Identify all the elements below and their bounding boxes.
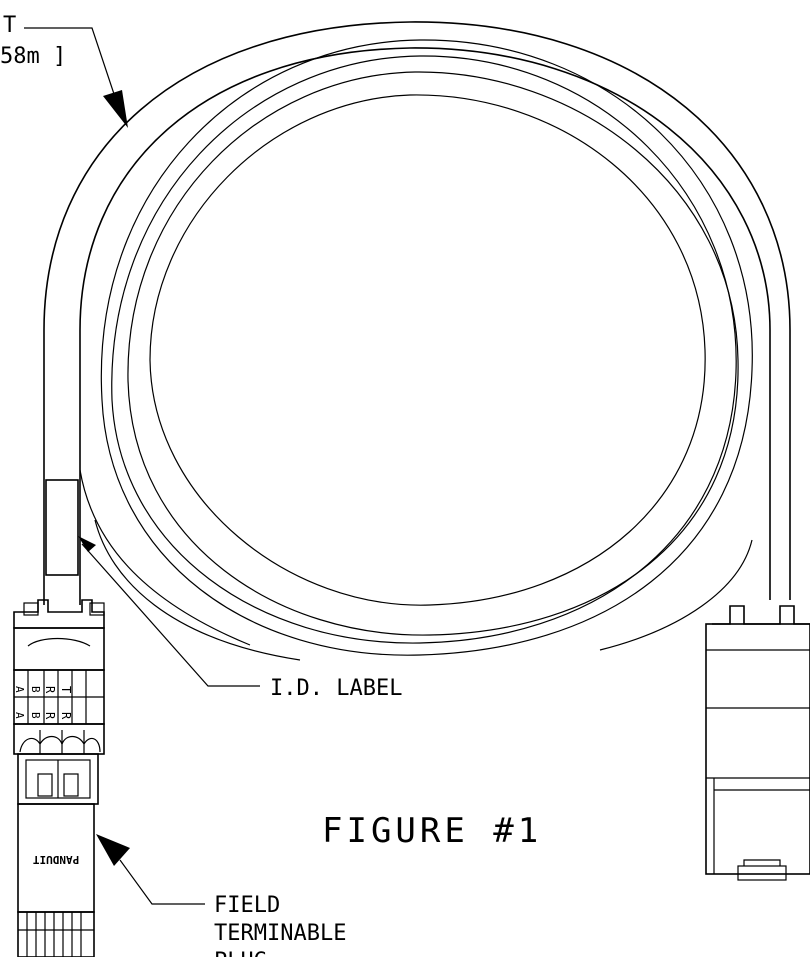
right-connector	[705, 605, 810, 881]
left-cable	[43, 480, 81, 605]
plug-code-r2: R	[59, 712, 73, 720]
field-plug-arrowhead	[96, 834, 130, 866]
field-label-line3: PLUG	[214, 949, 267, 957]
id-label-callout: I.D. LABEL	[78, 536, 402, 701]
plug-code-a2: A	[13, 712, 26, 719]
plug-code-a1: A	[13, 686, 26, 693]
plug-code-b2: B	[29, 712, 42, 719]
id-label-sleeve	[45, 479, 79, 576]
plug-contacts	[17, 911, 95, 957]
id-label-text: I.D. LABEL	[270, 676, 402, 701]
plug-code-b1: B	[29, 686, 42, 693]
field-label-line1: FIELD	[214, 893, 280, 918]
figure-title: FIGURE #1	[322, 811, 542, 851]
length-callout: T 58m ]	[0, 13, 128, 128]
plug-code-t: T	[59, 686, 73, 693]
cable-coil	[43, 21, 791, 661]
field-terminable-plug: T R B A R R B A PANDUIT	[13, 599, 105, 957]
length-arrowhead	[103, 90, 128, 128]
plug-code-r1: R	[43, 686, 57, 694]
length-label-top: T	[3, 13, 16, 38]
field-plug-callout: FIELD TERMINABLE PLUG	[96, 834, 346, 957]
plug-code-r3: R	[43, 712, 57, 720]
id-label-arrowhead	[78, 536, 96, 552]
plug-code-block: T R B A R R B A	[13, 669, 105, 725]
field-label-line2: TERMINABLE	[214, 921, 346, 946]
length-label-bottom: 58m ]	[0, 44, 66, 69]
brand-mark: PANDUIT	[32, 853, 79, 866]
